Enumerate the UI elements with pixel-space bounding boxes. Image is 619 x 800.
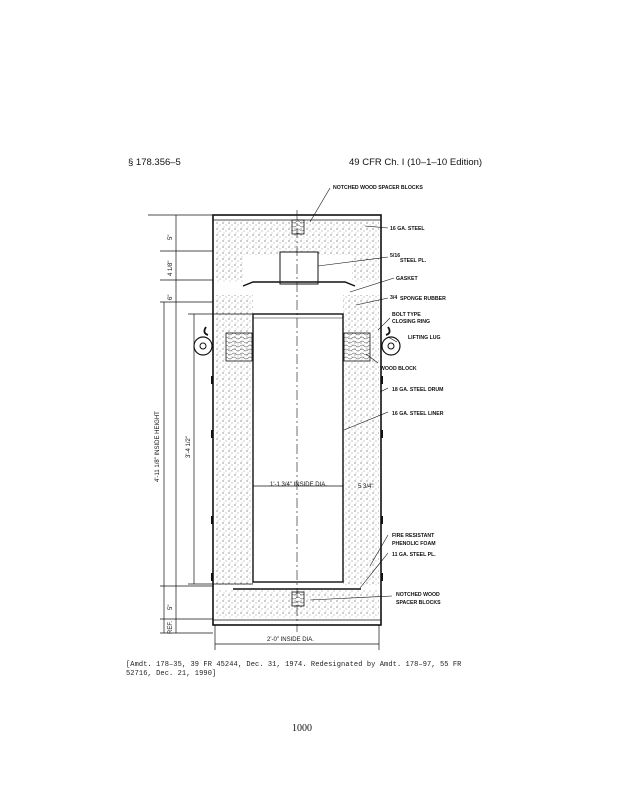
dim-inner-dia: 1'-1 3/4" INSIDE DIA. [270,482,327,488]
dim-wall: 5 3/4" [358,484,373,490]
dim-bottom-5: 5" [168,605,174,610]
left-dimension-lines [148,214,253,634]
dim-ref: REF. [168,621,174,634]
label-sponge-rubber: SPONGE RUBBER [400,296,446,302]
label-spacer-bottom-2: SPACER BLOCKS [396,600,441,606]
label-sponge-fraction: 3/4 [390,295,397,301]
left-closing-ring [203,326,209,336]
label-lifting-lug: LIFTING LUG [408,335,441,341]
label-16ga-steel: 16 GA. STEEL [390,226,425,232]
label-bolt-type: BOLT TYPE [392,312,421,318]
top-steel-plug [279,251,319,285]
bottom-dimension [214,485,380,650]
right-wood-block [343,332,371,362]
inner-liner [252,313,344,583]
dim-inside-height: 4'-11 1/8" INSIDE HEIGHT [155,411,161,482]
label-steel-drum: 18 GA. STEEL DRUM [392,387,444,393]
label-spacer-top: NOTCHED WOOD SPACER BLOCKS [333,185,423,191]
label-11ga-steel: 11 GA. STEEL PL. [392,552,436,558]
section-header: § 178.356–5 [128,157,181,168]
leader-lines [309,187,398,601]
lid-flange [242,281,356,287]
label-gasket: GASKET [396,276,418,282]
page-number: 1000 [292,723,312,734]
label-steel-plate: STEEL PL. [400,258,427,264]
drum-ribs [211,376,383,581]
dim-top-6: 6" [168,295,174,300]
top-spacer-block [291,219,305,235]
label-closing-ring: CLOSING RING [392,319,430,325]
dim-liner-height: 3'-4 1/2" [186,436,192,458]
label-steel-liner: 16 GA. STEEL LINER [392,411,444,417]
label-phenolic-foam: PHENOLIC FOAM [392,541,436,547]
footnote: [Amdt. 178–35, 39 FR 45244, Dec. 31, 197… [126,661,462,678]
label-fire-resistant: FIRE RESISTANT [392,533,435,539]
bottom-spacer-block [291,591,305,607]
label-plate-fraction: 5/16 [390,253,400,259]
left-lifting-lug [193,336,213,356]
right-closing-ring [385,326,391,336]
citation-header: 49 CFR Ch. I (10–1–10 Edition) [349,157,483,168]
dim-top-5: 5" [168,235,174,240]
label-wood-block: WOOD BLOCK [380,366,417,372]
left-wood-block [225,332,253,362]
label-spacer-bottom-1: NOTCHED WOOD [396,592,440,598]
right-lifting-lug [381,336,401,356]
dim-outer-dia: 2'-0" INSIDE DIA. [267,637,314,643]
dim-top-4: 4 1/8" [168,261,174,276]
